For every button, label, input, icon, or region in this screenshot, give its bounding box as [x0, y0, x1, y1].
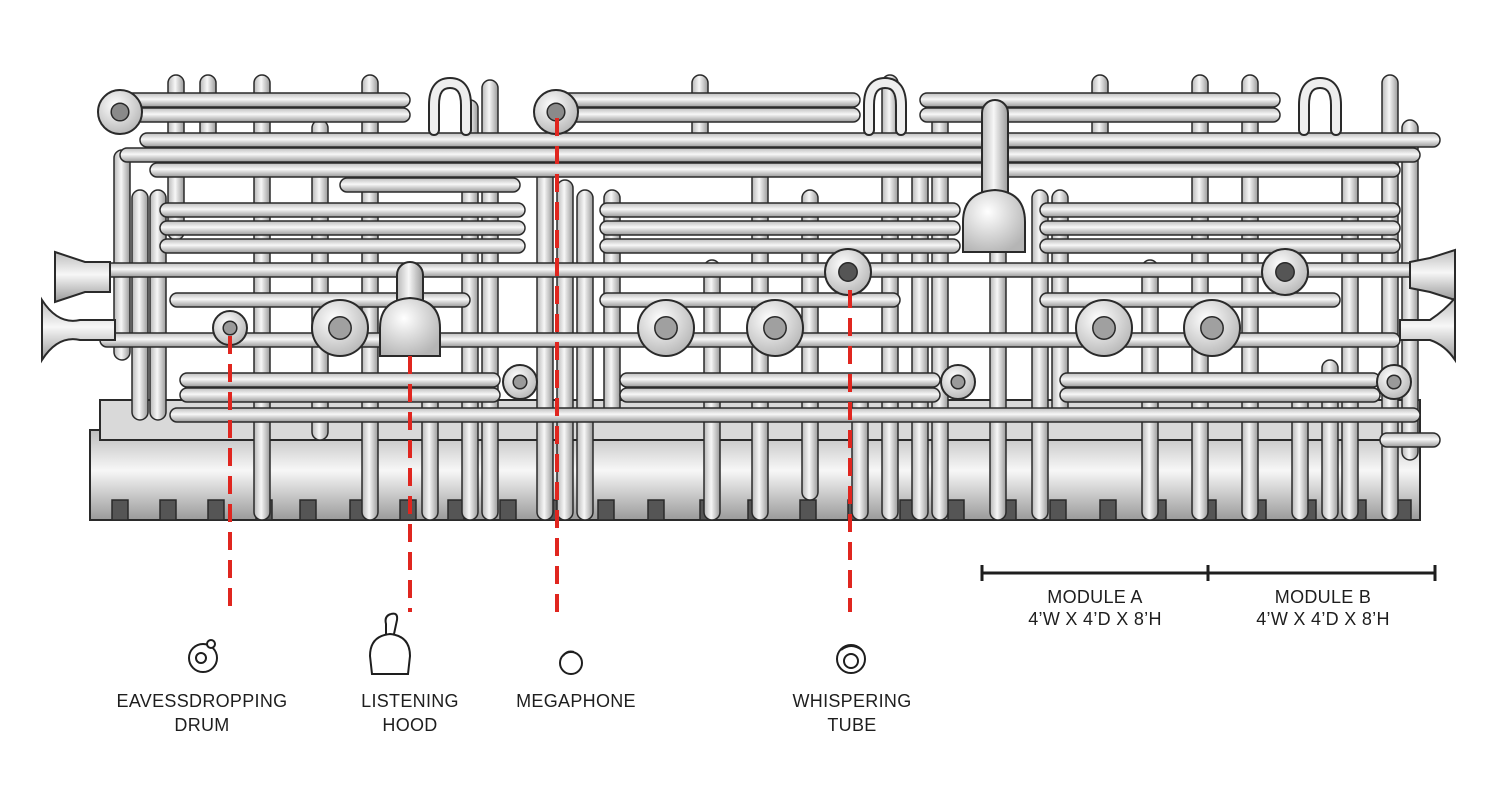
- horizontal-pipe: [159, 202, 526, 218]
- horizontal-pipe: [169, 407, 1421, 423]
- label-line-2: TUBE: [827, 715, 877, 735]
- horizontal-pipe: [1039, 292, 1341, 308]
- megaphone-icon: [559, 650, 583, 675]
- base-foot: [499, 499, 517, 521]
- horizontal-pipe: [99, 262, 1421, 278]
- module-dimension-bar: [980, 565, 1437, 581]
- pipe-elbows: [428, 76, 1342, 136]
- base-foot: [647, 499, 665, 521]
- horizontal-pipe: [1379, 432, 1441, 448]
- callout-lines: [228, 118, 852, 612]
- horizontal-pipe: [119, 147, 1421, 163]
- eavesdropping-drum-icon: [188, 639, 218, 673]
- whispering-tube-icon: [836, 644, 866, 674]
- listening-hood-lower: [379, 261, 441, 357]
- horizontal-pipe: [139, 132, 1441, 148]
- left-horn-upper: [54, 250, 111, 304]
- horizontal-pipe: [1039, 238, 1401, 254]
- pipe-port-hole: [838, 262, 858, 282]
- pipe-port-hole: [950, 374, 966, 390]
- vertical-pipe: [576, 189, 594, 521]
- label-line-1: LISTENING: [361, 691, 459, 711]
- base-foot: [1099, 499, 1117, 521]
- horizontal-pipe: [339, 177, 521, 193]
- pipe-elbow-highlight: [865, 78, 905, 134]
- base-foot: [597, 499, 615, 521]
- horizontal-pipe: [559, 92, 861, 108]
- pipe-port-hole: [1092, 316, 1116, 340]
- vertical-pipe: [113, 149, 131, 361]
- module-a-dims: 4’W X 4’D X 8’H: [1028, 609, 1162, 629]
- horizontal-pipe: [599, 238, 961, 254]
- base-foot: [111, 499, 129, 521]
- horizontal-pipe: [1059, 387, 1381, 403]
- label-whispering-tube: WHISPERING TUBE: [770, 689, 934, 737]
- horizontal-pipe: [119, 107, 411, 123]
- pipe-port-hole: [1275, 262, 1295, 282]
- horizontal-pipe: [119, 92, 411, 108]
- horizontal-pipe: [599, 220, 961, 236]
- label-line-1: WHISPERING: [792, 691, 912, 711]
- base-foot: [1049, 499, 1067, 521]
- pipe-port-hole: [763, 316, 787, 340]
- horizontal-pipe: [179, 372, 501, 388]
- label-line-1: MEGAPHONE: [516, 691, 636, 711]
- module-b-label: MODULE B 4’W X 4’D X 8’H: [1218, 586, 1428, 630]
- pipe-port-hole: [1200, 316, 1224, 340]
- vertical-pipe: [989, 239, 1007, 521]
- base-foot: [947, 499, 965, 521]
- vertical-pipe: [131, 189, 149, 421]
- label-megaphone: MEGAPHONE: [490, 689, 662, 713]
- base-foot: [299, 499, 317, 521]
- listening-hood-upper: [962, 99, 1026, 253]
- left-horn-lower: [41, 296, 116, 364]
- module-b-dims: 4’W X 4’D X 8’H: [1256, 609, 1390, 629]
- listening-hood-icon: [368, 612, 412, 675]
- base-foot: [159, 499, 177, 521]
- horizontal-pipes: [99, 92, 1441, 448]
- horizontal-pipe: [159, 238, 526, 254]
- vertical-pipe: [556, 179, 574, 521]
- horizontal-pipe: [619, 387, 941, 403]
- base-foot: [207, 499, 225, 521]
- horizontal-pipe: [1039, 202, 1401, 218]
- horizontal-pipe: [919, 107, 1281, 123]
- right-horn-lower: [1399, 295, 1456, 364]
- pipe-port-hole: [1386, 374, 1402, 390]
- base-foot: [799, 499, 817, 521]
- pipe-port-hole: [110, 102, 130, 122]
- label-line-1: EAVESSDROPPING: [116, 691, 288, 711]
- pipe-port-hole: [654, 316, 678, 340]
- pipe-port-hole: [328, 316, 352, 340]
- module-b-name: MODULE B: [1274, 587, 1372, 607]
- horizontal-pipe: [919, 92, 1281, 108]
- pipe-elbow-highlight: [430, 78, 470, 134]
- label-line-2: DRUM: [174, 715, 230, 735]
- horizontal-pipe: [1059, 372, 1381, 388]
- horizontal-pipe: [599, 202, 961, 218]
- module-a-label: MODULE A 4’W X 4’D X 8’H: [990, 586, 1200, 630]
- pipe-ports: [97, 89, 1412, 400]
- pipe-port-hole: [512, 374, 528, 390]
- horizontal-pipe: [599, 292, 901, 308]
- label-line-2: HOOD: [382, 715, 438, 735]
- label-eavesdropping-drum: EAVESSDROPPING DRUM: [100, 689, 304, 737]
- label-listening-hood: LISTENING HOOD: [330, 689, 490, 737]
- horizontal-pipe: [149, 162, 1401, 178]
- horizontal-pipe: [1039, 220, 1401, 236]
- horizontal-pipe: [559, 107, 861, 123]
- horizontal-pipe: [159, 220, 526, 236]
- horizontal-pipe: [619, 372, 941, 388]
- pipe-structure: [41, 74, 1456, 521]
- horizontal-pipe: [179, 387, 501, 403]
- module-a-name: MODULE A: [1047, 587, 1143, 607]
- pipe-elbow-highlight: [1300, 78, 1340, 134]
- pipe-port-hole: [222, 320, 238, 336]
